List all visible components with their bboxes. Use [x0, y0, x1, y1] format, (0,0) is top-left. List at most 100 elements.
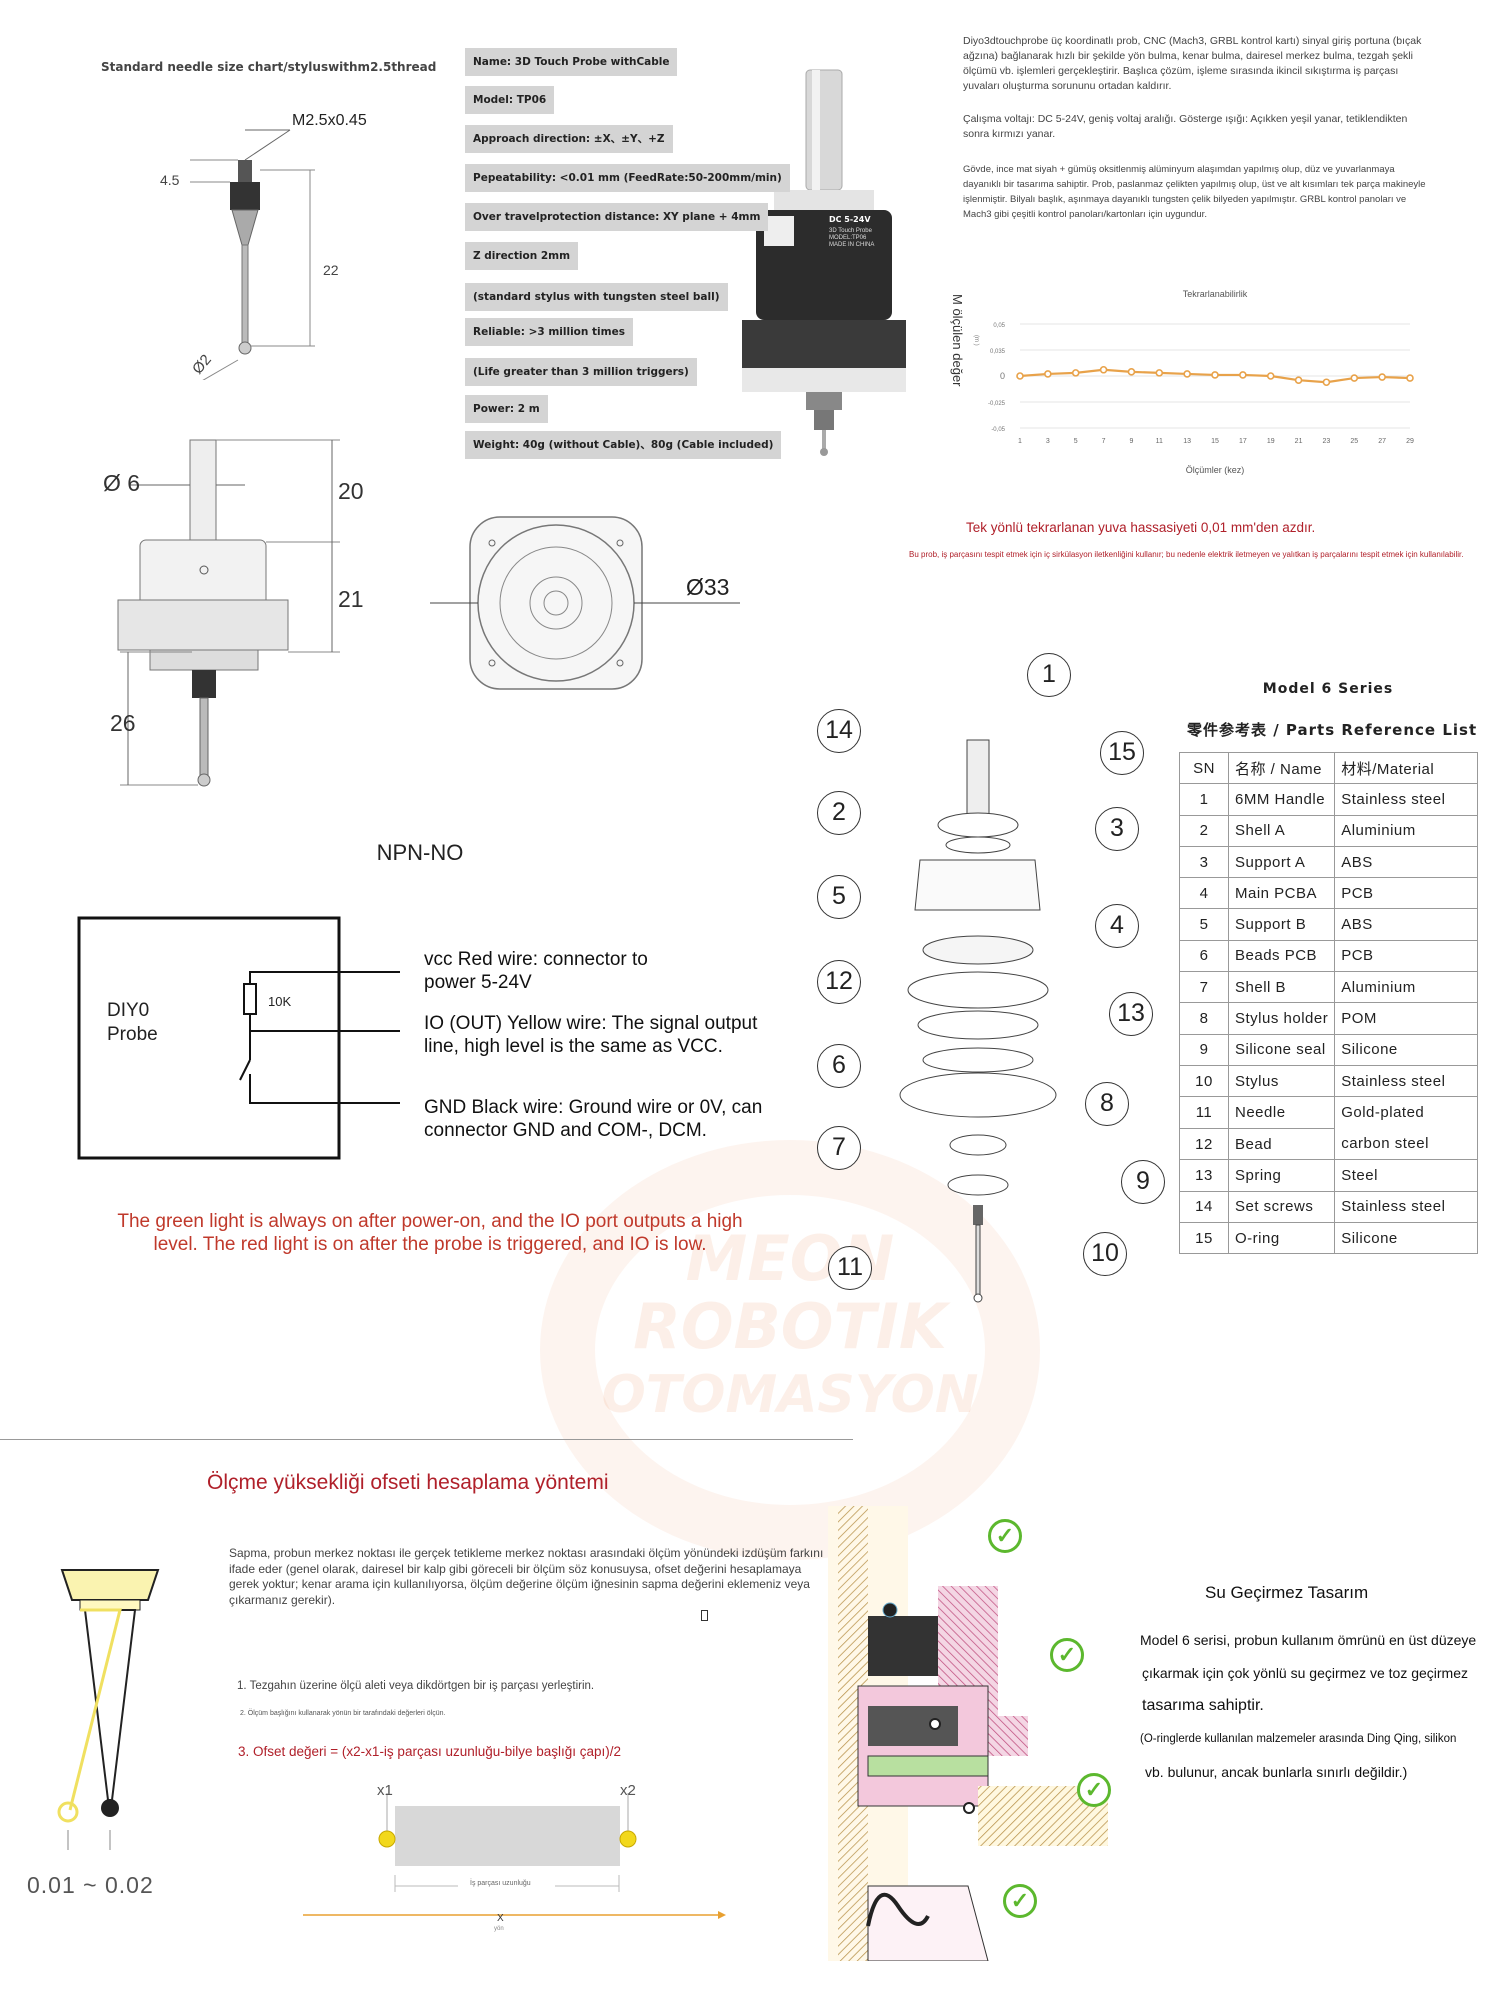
- indicator-note-line-1: The green light is always on after power…: [117, 1211, 743, 1232]
- thread-length-label: 4.5: [160, 172, 180, 188]
- header-sn: SN: [1179, 751, 1229, 785]
- needle-drawing: [190, 129, 315, 380]
- waterproof-title: Su Geçirmez Tasarım: [1205, 1583, 1369, 1602]
- spec-item: Weight: 40g (without Cable)、80g (Cable i…: [465, 431, 782, 459]
- cell-name: Beads PCB: [1227, 939, 1336, 973]
- cell-sn: 9: [1179, 1033, 1229, 1066]
- spec-item: Reliable: >3 million times: [465, 318, 633, 346]
- waterproof-line-2: çıkarmak için çok yönlü su geçirmez ve t…: [1142, 1665, 1468, 1681]
- cell-sn: 15: [1179, 1221, 1229, 1255]
- y-tick-label: 0: [1000, 371, 1005, 381]
- offset-step-3: 3. Ofset değeri = (x2-x1-iş parçası uzun…: [238, 1744, 622, 1759]
- x-axis-label: Ölçümler (kez): [1186, 465, 1245, 475]
- deviation-label: 0.01 ~ 0.02: [27, 1872, 154, 1898]
- description-2: Çalışma voltajı: DC 5-24V, geniş voltaj …: [963, 113, 1408, 140]
- x-tick-label: 27: [1378, 438, 1386, 445]
- callout-number: 11: [828, 1246, 872, 1290]
- spec-item: Over travelprotection distance: XY plane…: [465, 203, 769, 231]
- cell-sn: 5: [1179, 908, 1229, 941]
- stylus-deflection-drawing: [57, 1569, 160, 1850]
- cell-sn: 14: [1179, 1190, 1229, 1223]
- header-name: 名称 / Name: [1227, 751, 1336, 785]
- data-point: [1239, 371, 1247, 379]
- stylus-length-label: 26: [110, 710, 136, 736]
- spec-item: Pepeatability: <0.01 mm (FeedRate:50-200…: [465, 164, 790, 192]
- x-tick-label: 25: [1350, 438, 1358, 445]
- x-tick-label: 15: [1211, 438, 1219, 445]
- needle-chart-title: Standard needle size chart/styluswithm2.…: [101, 60, 437, 74]
- parts-series-title: Model 6 Series: [1262, 681, 1394, 697]
- check-icon: ✓: [1050, 1638, 1084, 1672]
- thread-label: M2.5x0.45: [292, 112, 367, 129]
- data-point: [1378, 373, 1386, 381]
- waterproof-line-3: tasarıma sahiptir.: [1142, 1697, 1264, 1714]
- x-tick-label: 11: [1156, 438, 1163, 445]
- body-height-label: 21: [338, 586, 364, 612]
- cell-name: 6MM Handle: [1227, 783, 1336, 816]
- cell-name: Support B: [1227, 908, 1336, 941]
- x-tick-label: 13: [1183, 438, 1191, 445]
- wiring-title: NPN-NO: [376, 840, 464, 865]
- chart-title: Tekrarlanabilirlik: [1183, 289, 1248, 299]
- accuracy-note: Tek yönlü tekrarlanan yuva hassasiyeti 0…: [966, 520, 1316, 535]
- cell-sn: 7: [1179, 971, 1229, 1004]
- gnd-line-1: GND Black wire: Ground wire or 0V, can: [424, 1097, 763, 1118]
- cell-name: Stylus holder: [1227, 1002, 1336, 1035]
- cell-name: Silicone seal: [1227, 1033, 1336, 1066]
- y-tick-label: -0,05: [991, 427, 1005, 433]
- data-point: [1211, 371, 1219, 379]
- product-label-line2: MODEL:TP06: [829, 235, 867, 241]
- repeatability-chart: Tekrarlanabilirlik0,050,0350-0,025-0,051…: [950, 289, 1414, 475]
- cell-name: Shell B: [1227, 971, 1336, 1004]
- cell-name: Shell A: [1227, 814, 1336, 847]
- resistor-label: 10K: [268, 994, 292, 1009]
- spec-item: Name: 3D Touch Probe withCable: [465, 48, 678, 76]
- callout-number: 15: [1100, 731, 1144, 775]
- section-divider: [0, 1439, 853, 1440]
- axis-sublabel: yön: [494, 1926, 504, 1932]
- cell-name: Support A: [1227, 845, 1336, 879]
- probe-box-label-1: DIY0: [107, 1000, 150, 1021]
- data-point: [1406, 374, 1414, 382]
- data-point: [1350, 374, 1359, 382]
- spec-item: (standard stylus with tungsten steel bal…: [465, 283, 728, 311]
- callout-number: 2: [817, 791, 861, 835]
- check-icon: ✓: [1003, 1884, 1037, 1918]
- indicator-note: The green light is always on after power…: [60, 1210, 800, 1256]
- vcc-line-2: power 5-24V: [424, 972, 532, 993]
- axis-label: X: [497, 1913, 504, 1924]
- probe-product-image: [742, 69, 906, 456]
- cell-name: Main PCBA: [1227, 877, 1336, 910]
- cell-material: Silicone: [1334, 1033, 1478, 1066]
- spec-item: (Life greater than 3 million triggers): [465, 358, 697, 386]
- x-tick-label: 19: [1267, 438, 1275, 445]
- cell-material: ABS: [1334, 908, 1478, 941]
- callout-number: 5: [817, 875, 861, 919]
- waterproof-line-1: Model 6 serisi, probun kullanım ömrünü e…: [1140, 1632, 1477, 1648]
- workpiece-length-label: İş parçası uzunluğu: [470, 1880, 531, 1887]
- cell-sn: 13: [1179, 1159, 1229, 1192]
- product-label-line3: MADE IN CHINA: [829, 242, 875, 248]
- check-icon: ✓: [988, 1519, 1022, 1553]
- spec-item: Power: 2 m: [465, 395, 548, 423]
- cell-name: Bead: [1227, 1127, 1336, 1161]
- data-point: [1127, 368, 1136, 376]
- x-tick-label: 3: [1046, 438, 1050, 445]
- wiring-diagram: [77, 916, 400, 1160]
- shank-diameter-label: Ø 6: [103, 470, 141, 496]
- watermark-text: MEON ROBOTIK OTOMASYON: [580, 1225, 1000, 1429]
- callout-number: 3: [1095, 807, 1139, 851]
- gnd-line-2: connector GND and COM-, DCM.: [424, 1120, 707, 1141]
